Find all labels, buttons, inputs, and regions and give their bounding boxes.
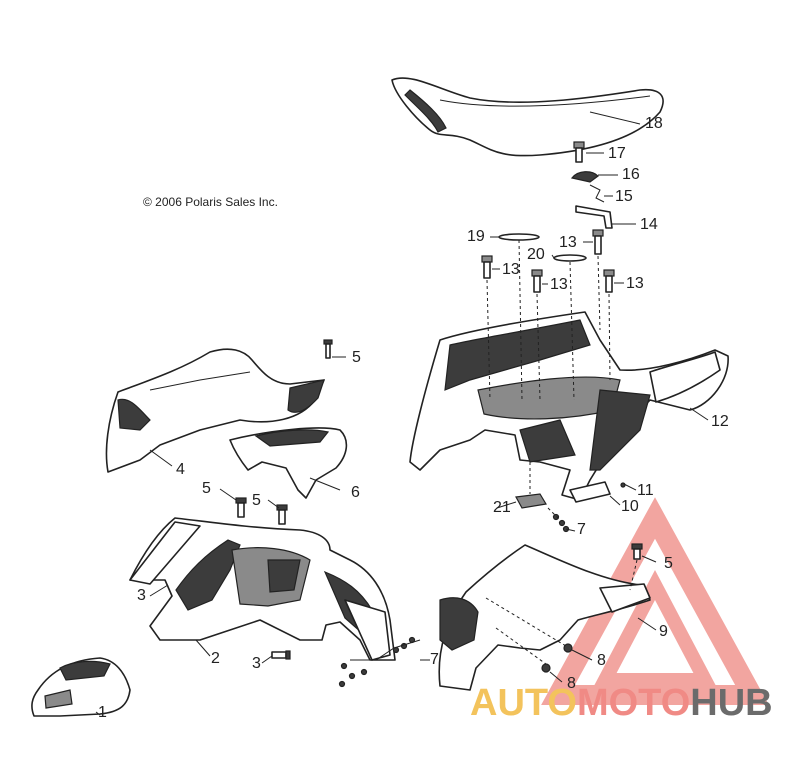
bolt-part-13-d bbox=[603, 269, 615, 293]
bolt-part-13-c bbox=[531, 269, 543, 293]
nose-insert-part-6 bbox=[229, 427, 348, 499]
washer-part-20 bbox=[553, 254, 587, 262]
bolt-part-13-a bbox=[592, 229, 604, 255]
callout-8-b: 8 bbox=[567, 675, 576, 692]
bolt-part-13-b bbox=[481, 255, 493, 279]
front-fender-part-2 bbox=[129, 517, 396, 661]
callout-5-a: 5 bbox=[352, 349, 361, 366]
callout-18: 18 bbox=[645, 115, 663, 132]
callout-5-b: 5 bbox=[202, 480, 211, 497]
rubber-block-part-21 bbox=[515, 493, 547, 509]
callout-4: 4 bbox=[176, 461, 185, 478]
latch-part-16 bbox=[570, 171, 599, 183]
callout-12: 12 bbox=[711, 413, 729, 430]
callout-14: 14 bbox=[640, 216, 658, 233]
callout-6: 6 bbox=[351, 484, 360, 501]
seat-part-18 bbox=[391, 77, 664, 157]
pin-part-5-c bbox=[276, 504, 288, 525]
screw-part-11 bbox=[620, 482, 626, 488]
callout-16: 16 bbox=[622, 166, 640, 183]
rear-fender-part-12 bbox=[409, 311, 729, 501]
callout-13-d: 13 bbox=[626, 275, 644, 292]
callout-20: 20 bbox=[527, 246, 545, 263]
callout-10: 10 bbox=[621, 498, 639, 515]
callout-21: 21 bbox=[493, 499, 511, 516]
screws-part-7-front bbox=[338, 636, 421, 688]
watermark-hub: HUB bbox=[690, 682, 773, 724]
callout-19: 19 bbox=[467, 228, 485, 245]
nut-part-8-a bbox=[563, 643, 573, 653]
callout-17: 17 bbox=[608, 145, 626, 162]
callout-5-c: 5 bbox=[252, 492, 261, 509]
callout-3-b: 3 bbox=[252, 655, 261, 672]
callout-3-a: 3 bbox=[137, 587, 146, 604]
bracket-part-10 bbox=[569, 481, 611, 503]
callout-11: 11 bbox=[637, 482, 654, 499]
left-side-panel bbox=[438, 544, 651, 691]
watermark-auto: AUTO bbox=[470, 682, 577, 724]
pin-part-5-a bbox=[323, 339, 333, 359]
callout-1: 1 bbox=[98, 704, 107, 721]
callout-5-d: 5 bbox=[664, 555, 673, 572]
callout-13-c: 13 bbox=[550, 276, 568, 293]
callout-15: 15 bbox=[615, 188, 633, 205]
watermark-moto: MOTO bbox=[576, 682, 691, 724]
washer-part-19 bbox=[498, 233, 540, 241]
bolt-part-17 bbox=[573, 141, 585, 163]
callout-7-a: 7 bbox=[430, 651, 439, 668]
rod-part-14 bbox=[575, 205, 613, 229]
leader-lines bbox=[95, 111, 709, 716]
callout-13-b: 13 bbox=[559, 234, 577, 251]
bracket-part-15 bbox=[589, 184, 605, 203]
watermark-logo: AUTOMOTOHUB bbox=[470, 684, 773, 722]
headlight-pod-part-1 bbox=[31, 657, 131, 717]
side-panel-part-4 bbox=[105, 348, 325, 473]
callout-2: 2 bbox=[211, 650, 220, 667]
callout-9: 9 bbox=[659, 623, 668, 640]
push-pin-part-3 bbox=[271, 650, 291, 660]
callout-13-a: 13 bbox=[502, 261, 520, 278]
nut-part-8-b bbox=[541, 663, 551, 673]
pin-part-5-b bbox=[235, 497, 247, 518]
copyright-text: © 2006 Polaris Sales Inc. bbox=[143, 195, 278, 209]
callout-7-b: 7 bbox=[577, 521, 586, 538]
pin-part-5-d bbox=[631, 543, 643, 560]
callout-8-a: 8 bbox=[597, 652, 606, 669]
